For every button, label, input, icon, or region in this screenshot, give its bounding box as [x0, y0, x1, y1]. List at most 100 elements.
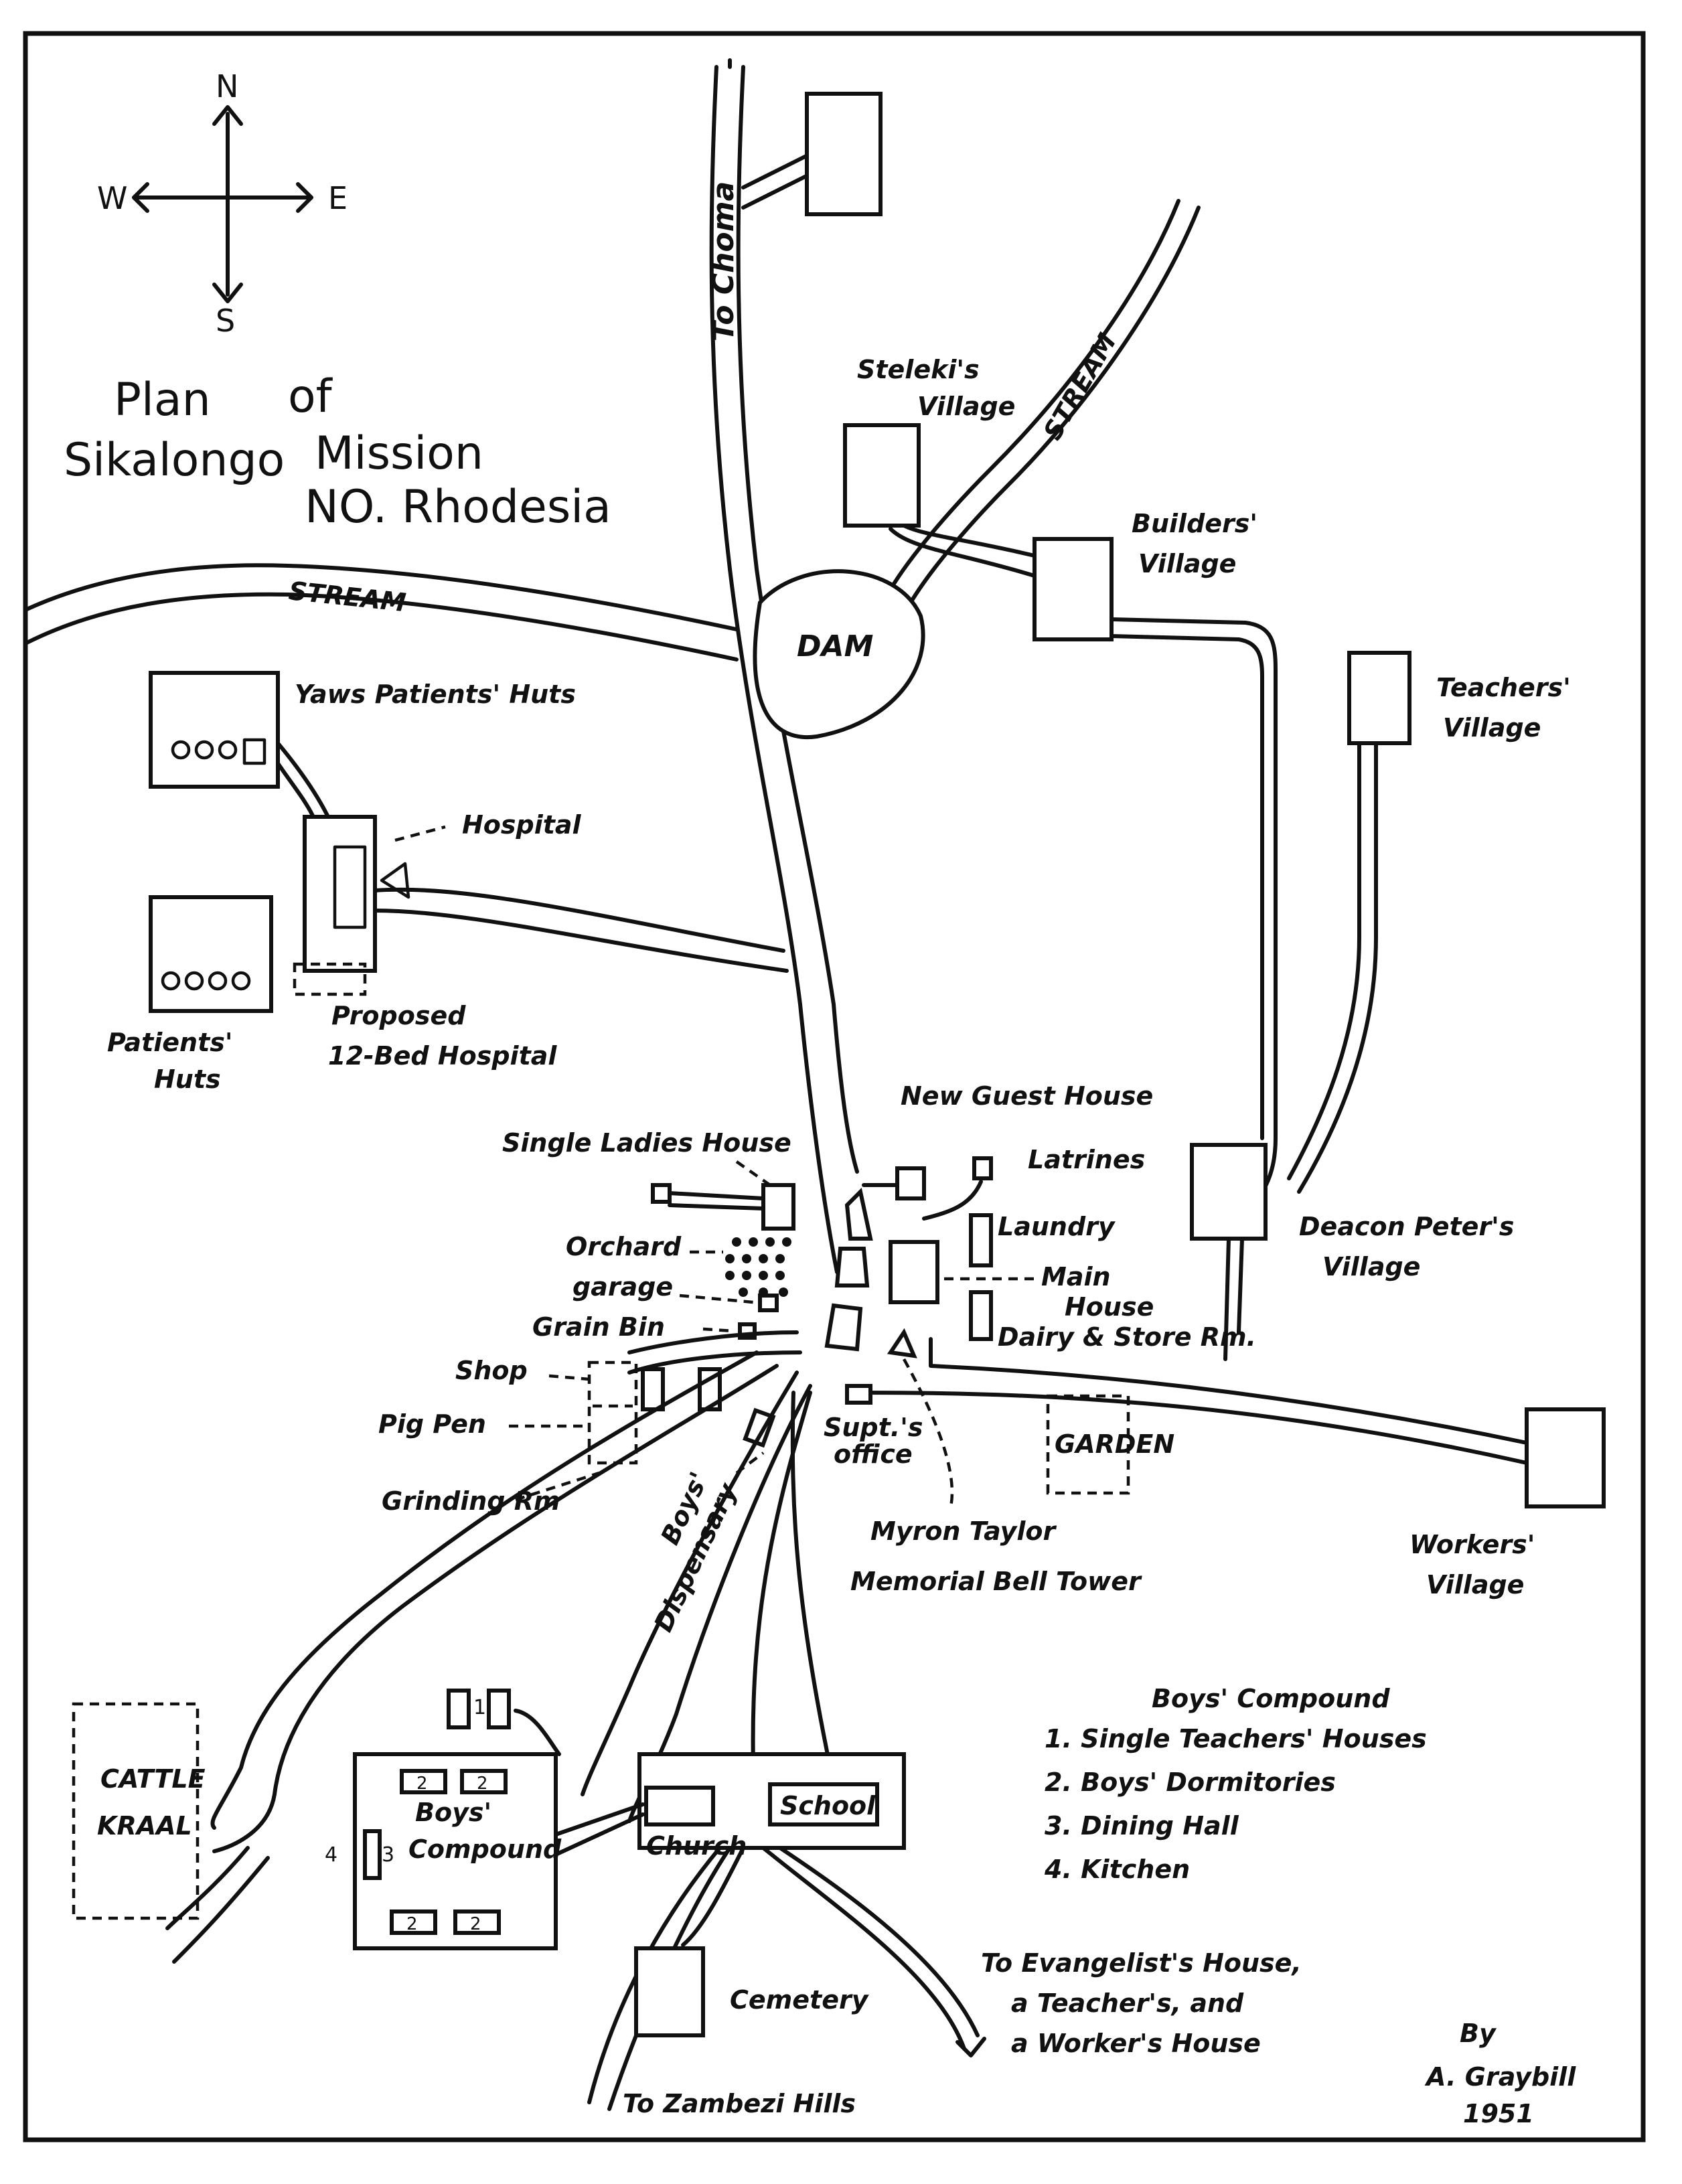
svg-text:Mission: Mission — [315, 427, 483, 480]
cemetery — [634, 1946, 705, 2037]
svg-text:Village: Village — [1138, 549, 1236, 578]
central-buildings — [824, 1187, 993, 1358]
svg-text:2: 2 — [416, 1774, 428, 1794]
svg-text:Teachers': Teachers' — [1436, 673, 1571, 702]
map-title: Plan of Sikalongo Mission NO. Rhodesia — [64, 370, 611, 534]
latrines — [972, 1156, 993, 1180]
svg-text:Cemetery: Cemetery — [730, 1985, 870, 2015]
garage — [758, 1294, 779, 1312]
svg-text:GARDEN: GARDEN — [1055, 1429, 1174, 1459]
orchard — [725, 1237, 791, 1297]
svg-text:Yaws Patients' Huts: Yaws Patients' Huts — [295, 680, 576, 709]
deacon-peters-village — [1190, 1143, 1268, 1241]
patients-huts — [149, 895, 273, 1013]
laundry — [969, 1213, 993, 1267]
svg-text:Hospital: Hospital — [462, 810, 582, 840]
svg-text:Steleki's: Steleki's — [857, 355, 980, 384]
svg-text:Compound: Compound — [408, 1835, 562, 1864]
dining-hall — [363, 1829, 382, 1880]
shop-area — [587, 1360, 638, 1465]
svg-text:Supt.'s: Supt.'s — [824, 1413, 923, 1442]
compass-n: N — [216, 68, 238, 104]
svg-text:To Evangelist's House,: To Evangelist's House, — [981, 1948, 1302, 1978]
svg-text:1. Single Teachers' Houses: 1. Single Teachers' Houses — [1045, 1724, 1427, 1753]
main-house — [889, 1240, 939, 1304]
bell-tower — [887, 1328, 917, 1358]
svg-text:Workers': Workers' — [1409, 1530, 1535, 1559]
svg-text:Single Ladies House: Single Ladies House — [502, 1128, 791, 1158]
svg-text:House: House — [1065, 1292, 1154, 1322]
svg-text:DAM: DAM — [797, 629, 873, 664]
svg-text:office: office — [834, 1439, 913, 1469]
svg-text:STREAM: STREAM — [287, 576, 408, 617]
church — [644, 1786, 715, 1826]
svg-text:KRAAL: KRAAL — [97, 1811, 192, 1841]
map-credit: By A. Graybill 1951 — [1424, 2019, 1576, 2128]
svg-text:2: 2 — [470, 1914, 481, 1934]
svg-text:4: 4 — [325, 1843, 337, 1867]
boys-compound-legend: Boys' Compound 1. Single Teachers' House… — [1044, 1684, 1427, 1884]
svg-text:Boys': Boys' — [415, 1798, 491, 1827]
svg-text:Village: Village — [1322, 1252, 1420, 1281]
svg-text:garage: garage — [572, 1272, 673, 1302]
svg-text:Builders': Builders' — [1132, 509, 1257, 538]
svg-text:School: School — [780, 1791, 876, 1820]
svg-text:Village: Village — [917, 392, 1015, 421]
svg-text:4. Kitchen: 4. Kitchen — [1044, 1855, 1190, 1884]
svg-text:2. Boys' Dormitories: 2. Boys' Dormitories — [1045, 1768, 1336, 1797]
svg-text:Main: Main — [1041, 1262, 1111, 1292]
svg-text:Proposed: Proposed — [331, 1001, 466, 1030]
svg-text:Huts: Huts — [154, 1065, 221, 1094]
svg-text:Pig Pen: Pig Pen — [378, 1409, 486, 1439]
svg-text:NO. Rhodesia: NO. Rhodesia — [305, 481, 611, 534]
single-ladies-house — [761, 1183, 795, 1231]
svg-text:Village: Village — [1443, 713, 1541, 743]
svg-text:1951: 1951 — [1463, 2099, 1534, 2128]
svg-text:3. Dining Hall: 3. Dining Hall — [1045, 1811, 1239, 1841]
single-teachers-house-2 — [487, 1689, 511, 1729]
compass-s: S — [216, 303, 235, 339]
map-frame — [23, 31, 1646, 2142]
svg-text:New Guest House: New Guest House — [901, 1081, 1153, 1111]
proposed-hospital — [293, 962, 367, 996]
to-choma-label: To Choma — [706, 181, 741, 341]
stelekis-village — [843, 423, 921, 528]
cattle-kraal — [72, 1702, 200, 1920]
svg-text:Plan: Plan — [114, 374, 211, 426]
svg-text:Orchard: Orchard — [566, 1232, 682, 1261]
svg-text:Shop: Shop — [455, 1356, 528, 1385]
compass-rose: N S W E — [97, 68, 348, 339]
north-settlement — [805, 92, 883, 216]
main-stream: STREAM — [25, 563, 739, 661]
svg-text:Laundry: Laundry — [998, 1212, 1116, 1241]
svg-text:Myron Taylor: Myron Taylor — [870, 1516, 1057, 1546]
svg-text:Church: Church — [646, 1831, 747, 1861]
svg-text:2: 2 — [477, 1774, 488, 1794]
hospital-site — [303, 815, 377, 973]
svg-text:3: 3 — [382, 1843, 394, 1867]
dam: DAM — [753, 569, 925, 740]
workers-village — [1525, 1407, 1606, 1508]
garden — [1046, 1394, 1130, 1495]
svg-text:Memorial Bell Tower: Memorial Bell Tower — [850, 1567, 1142, 1596]
compass-e: E — [328, 180, 348, 216]
school — [768, 1782, 879, 1826]
builders-village — [1033, 537, 1114, 641]
svg-text:12-Bed Hospital: 12-Bed Hospital — [328, 1041, 557, 1071]
svg-text:Boys' Compound: Boys' Compound — [1152, 1684, 1390, 1713]
svg-text:Village: Village — [1426, 1570, 1524, 1600]
svg-text:of: of — [288, 370, 333, 423]
single-teachers-house-1 — [447, 1689, 471, 1729]
svg-text:2: 2 — [406, 1914, 418, 1934]
svg-text:A. Graybill: A. Graybill — [1424, 2062, 1576, 2092]
new-guest-house — [895, 1166, 926, 1200]
compass-w: W — [97, 180, 127, 216]
supts-office — [845, 1384, 872, 1405]
dairy — [969, 1290, 993, 1341]
svg-text:1: 1 — [473, 1696, 486, 1719]
svg-text:CATTLE: CATTLE — [100, 1764, 206, 1794]
hospital — [333, 845, 367, 929]
svg-text:Grinding Rm: Grinding Rm — [382, 1486, 560, 1516]
svg-text:To Zambezi Hills: To Zambezi Hills — [623, 2089, 856, 2118]
